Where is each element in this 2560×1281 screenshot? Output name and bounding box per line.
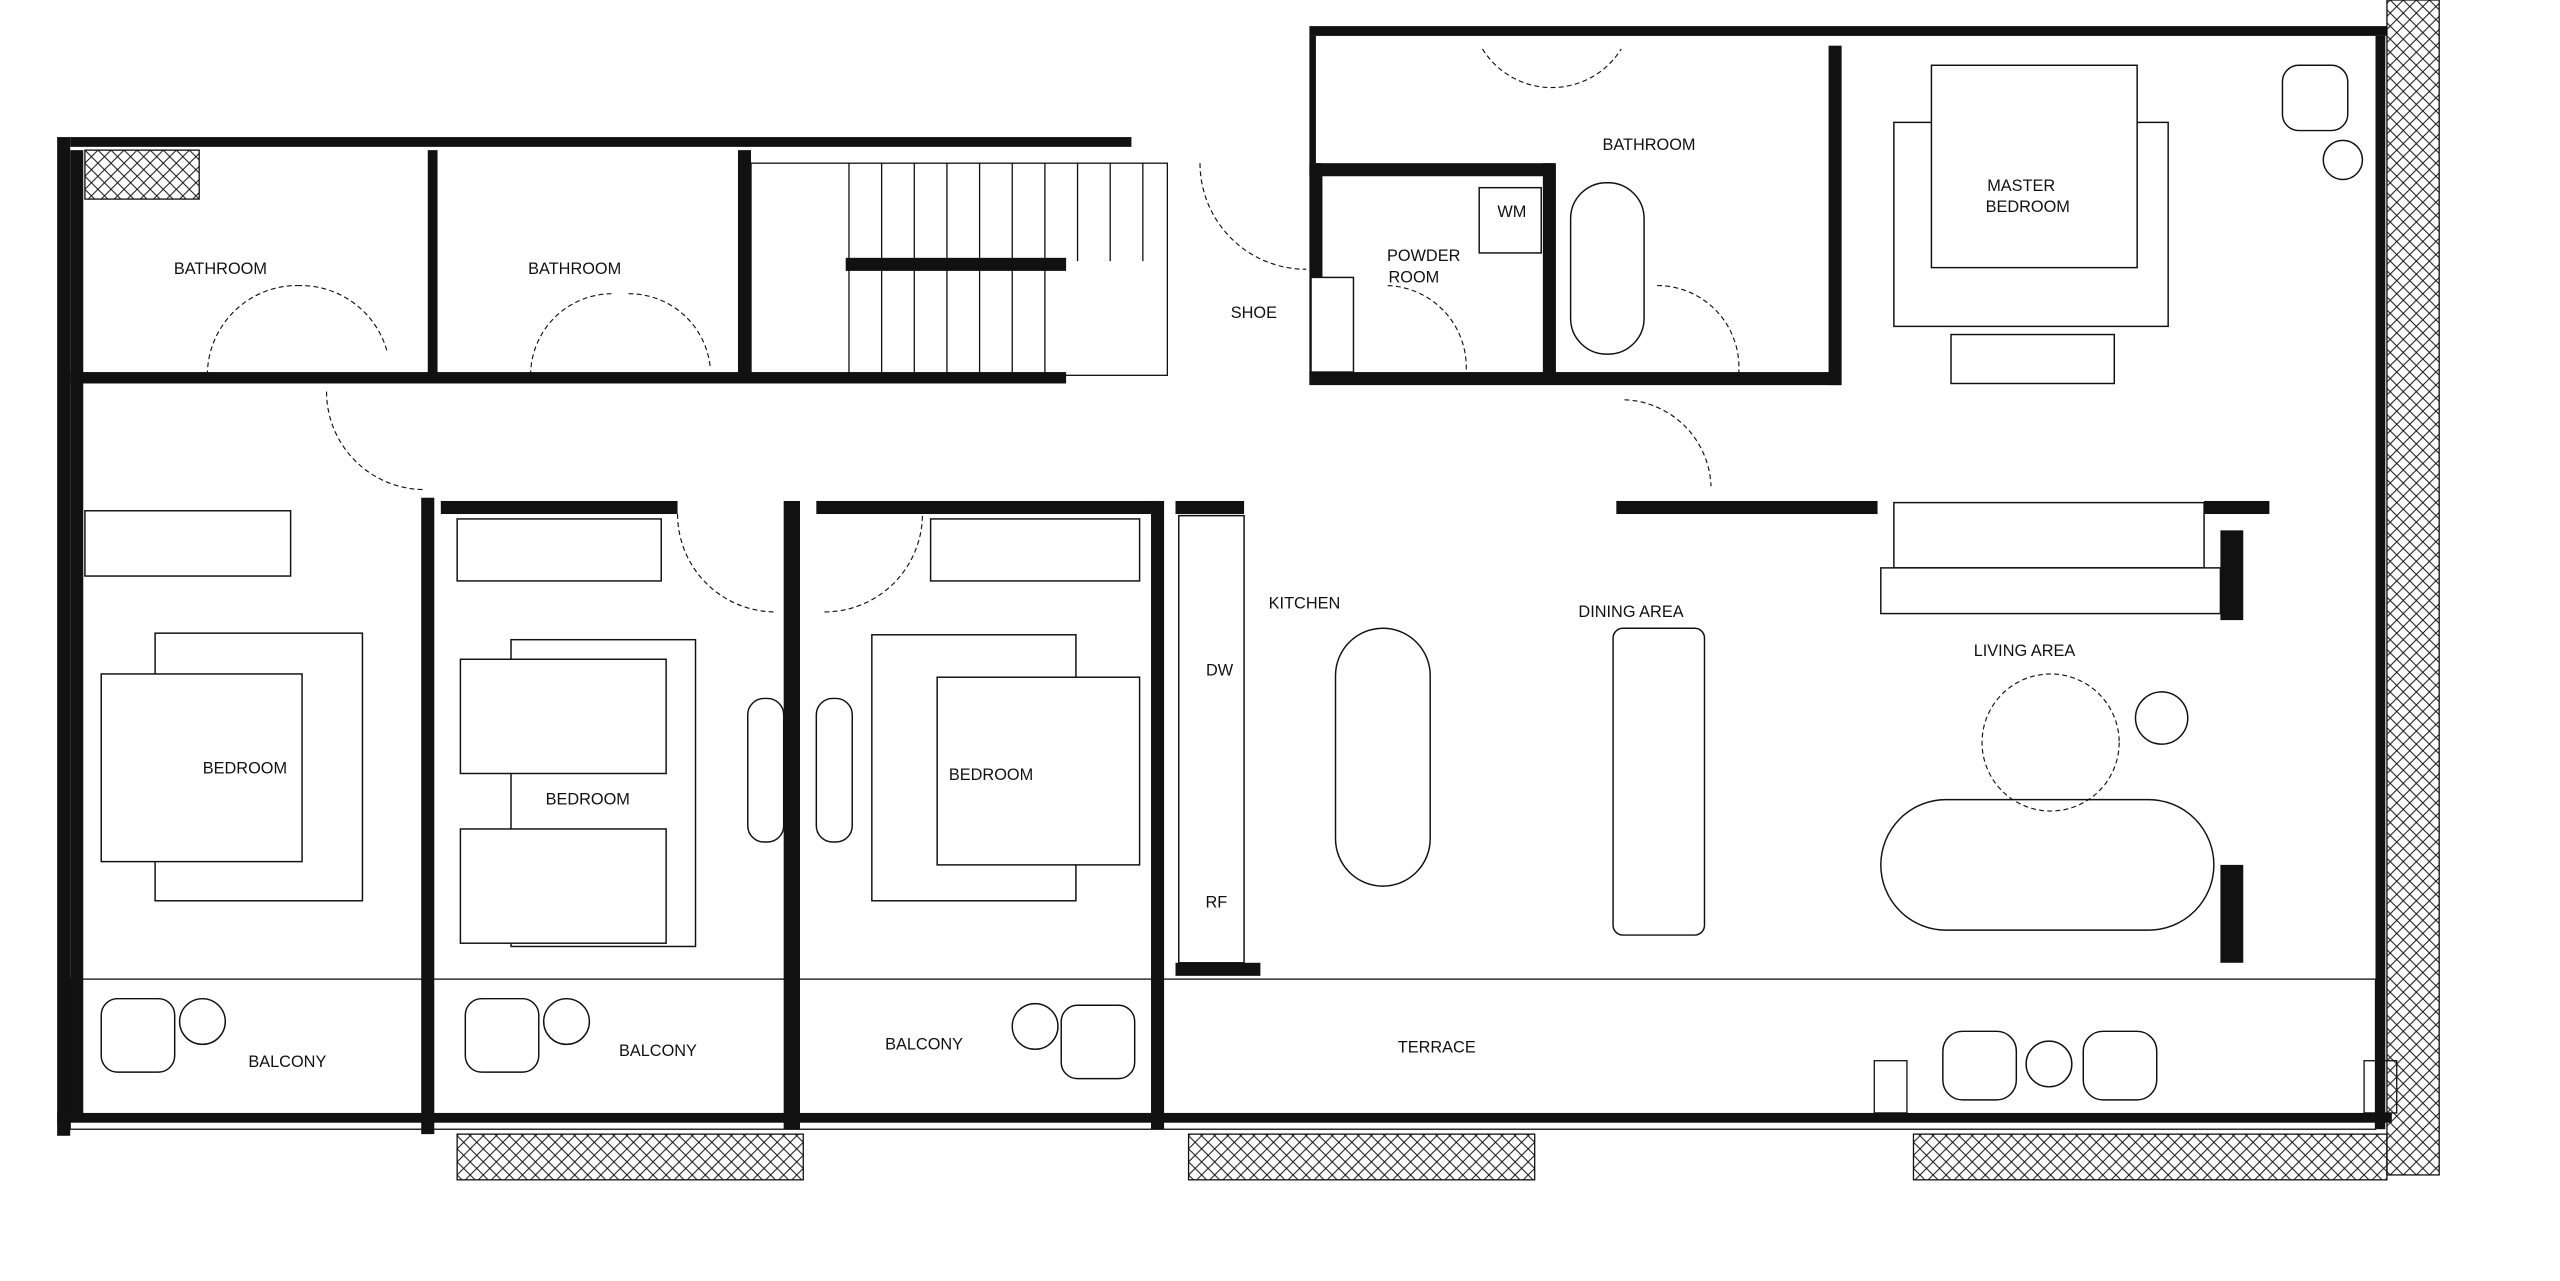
room-labels: BATHROOM BATHROOM BATHROOM POWDER ROOM W… bbox=[174, 136, 2076, 1071]
doors bbox=[206, 48, 1740, 613]
label-master-bedroom-1: MASTER bbox=[1987, 177, 2055, 195]
label-balcony-2: BALCONY bbox=[619, 1042, 697, 1060]
label-bedroom-2: BEDROOM bbox=[546, 791, 630, 809]
label-balcony-1: BALCONY bbox=[248, 1053, 326, 1071]
label-dw: DW bbox=[1206, 662, 1234, 680]
label-living-area: LIVING AREA bbox=[1974, 642, 2076, 660]
label-rf: RF bbox=[1205, 893, 1227, 911]
label-bathroom-master: BATHROOM bbox=[1602, 136, 1695, 154]
label-bedroom-3: BEDROOM bbox=[949, 766, 1033, 784]
label-terrace: TERRACE bbox=[1398, 1039, 1476, 1057]
label-master-bedroom-2: BEDROOM bbox=[1986, 198, 2070, 216]
label-bedroom-1: BEDROOM bbox=[203, 759, 287, 777]
staircase bbox=[750, 162, 1168, 376]
label-bathroom-1: BATHROOM bbox=[174, 260, 267, 278]
label-powder-room-1: POWDER bbox=[1387, 247, 1461, 265]
walls bbox=[57, 0, 2440, 1181]
label-dining-area: DINING AREA bbox=[1578, 603, 1683, 621]
label-wm: WM bbox=[1497, 203, 1526, 221]
furniture bbox=[84, 64, 2364, 1101]
label-balcony-3: BALCONY bbox=[885, 1035, 963, 1053]
label-powder-room-2: ROOM bbox=[1388, 268, 1439, 286]
label-shoe: SHOE bbox=[1231, 304, 1277, 322]
label-kitchen: KITCHEN bbox=[1269, 595, 1341, 613]
label-bathroom-2: BATHROOM bbox=[528, 260, 621, 278]
